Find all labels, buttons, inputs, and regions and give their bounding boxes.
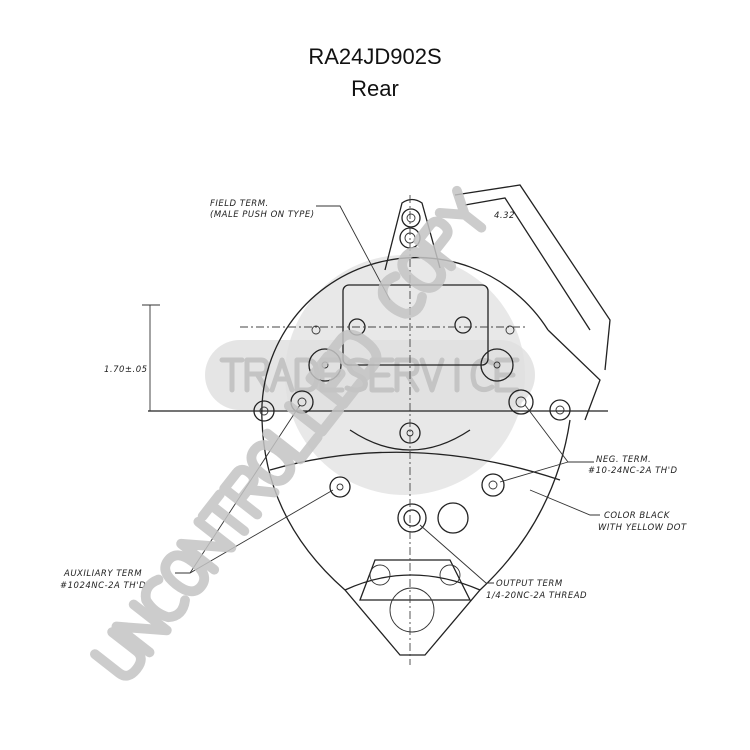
watermark-letter-stroke — [494, 357, 520, 393]
aux-term-thread-label: #1024NC-2A TH'D — [60, 581, 146, 591]
watermark-letter-stroke — [90, 627, 146, 681]
watermark-letter-stroke — [262, 428, 323, 465]
watermark-letter-stroke — [160, 550, 210, 597]
tradeservice-watermark-logo — [205, 255, 535, 495]
dimension-side: 1.70±.05 4.32 — [104, 211, 515, 411]
watermark-letter-stroke — [219, 357, 245, 393]
neg-term-thread-label: #10-24NC-2A TH'D — [588, 466, 678, 476]
watermark-letter-stroke — [219, 464, 280, 520]
uncontrolled-copy-watermark — [90, 185, 487, 681]
dimension-side-label: 1.70±.05 — [104, 365, 148, 375]
field-term-label: FIELD TERM. — [210, 199, 269, 209]
output-term-thread-label: 1/4-20NC-2A THREAD — [486, 591, 587, 601]
aux-term-label: AUXILIARY TERM — [63, 569, 142, 579]
watermark-letter-stroke — [246, 440, 296, 486]
color-dot-label: WITH YELLOW DOT — [598, 523, 687, 533]
watermark-letter-stroke — [377, 271, 427, 319]
color-label: COLOR BLACK — [604, 511, 671, 521]
watermark-letter-stroke — [197, 489, 250, 536]
watermark-letter-stroke — [111, 599, 172, 658]
watermark-letter-stroke — [413, 216, 457, 272]
neg-term-label: NEG. TERM. — [596, 455, 651, 465]
field-term-type-label: (MALE PUSH ON TYPE) — [210, 210, 315, 220]
watermark-letter-stroke — [140, 574, 190, 623]
dimension-top-label: 4.32 — [494, 211, 515, 221]
watermark-letter-stroke — [269, 357, 295, 393]
view-subtitle: Rear — [351, 76, 399, 101]
part-number-title: RA24JD902S — [308, 44, 442, 69]
watermark-letter-stroke — [176, 516, 237, 575]
watermark-letter-stroke — [305, 351, 366, 410]
watermark-letter-stroke — [419, 357, 445, 393]
watermark-letter-stroke — [397, 247, 447, 293]
output-term-label: OUTPUT TERM — [496, 579, 563, 589]
watermark-letter-stroke — [327, 329, 382, 382]
watermark-letter-stroke — [394, 357, 420, 393]
watermark-letter-stroke — [244, 357, 270, 393]
center-lines — [148, 195, 608, 665]
watermark-letter-stroke — [283, 401, 345, 437]
watermark-letter-stroke — [434, 185, 487, 233]
watermark-letter-stroke — [470, 357, 495, 393]
